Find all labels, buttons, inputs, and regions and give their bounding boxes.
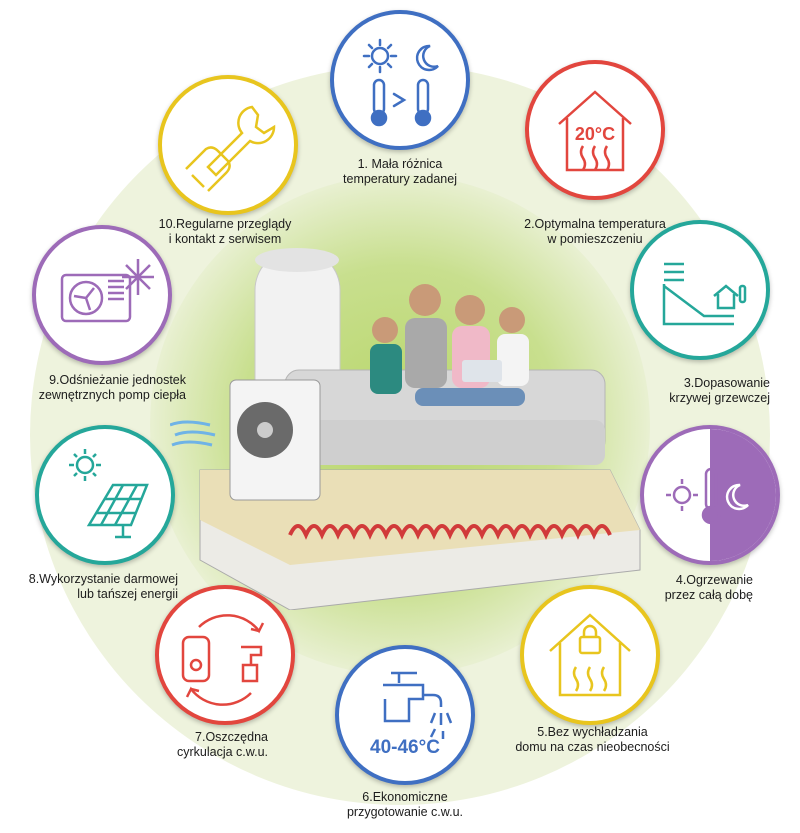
badge-5-no-cooling-absence — [520, 585, 660, 725]
caption-4: 4.Ogrzewanie przez całą dobę — [664, 573, 753, 602]
heating-curve-icon — [662, 262, 747, 326]
caption-6: 6.Ekonomiczne przygotowanie c.w.u. — [346, 790, 464, 819]
badge-7-circulation — [155, 585, 295, 725]
house-lock-icon — [549, 613, 631, 697]
caption-10: 10.Regularne przeglądy i kontakt z serwi… — [158, 217, 292, 246]
caption-1: 1. Mała różnica temperatury zadanej — [343, 157, 457, 186]
hot-water-circulation-icon — [181, 614, 265, 706]
caption-8: 8.Wykorzystanie darmowej lub tańszej ene… — [28, 572, 178, 601]
floor-heating-pipe — [288, 524, 612, 540]
central-scene-illustration — [170, 248, 641, 610]
badge-2-optimal-temperature: 20°C — [525, 60, 665, 200]
solar-panel-icon — [69, 449, 149, 539]
caption-2: 2.Optymalna temperatura w pomieszczeniu — [524, 217, 666, 246]
day-night-heating-icon — [666, 429, 776, 561]
family — [370, 284, 529, 406]
faucet-icon: 40-46°C — [370, 671, 453, 758]
caption-9: 9.Odśnieżanie jednostek zewnętrznych pom… — [38, 373, 186, 402]
badge-6-economic-hot-water: 40-46°C — [335, 645, 475, 785]
caption-5: 5.Bez wychładzania domu na czas nieobecn… — [515, 725, 670, 754]
day-night-thermometer-icon — [362, 38, 439, 127]
svg-text:40-46°C: 40-46°C — [370, 737, 440, 758]
badge-4-all-day-heating — [640, 425, 780, 565]
caption-3: 3.Dopasowanie krzywej grzewczej — [669, 376, 770, 405]
badge-9-defrost — [32, 225, 172, 365]
badge-3-heating-curve — [630, 220, 770, 360]
caption-7: 7.Oszczędna cyrkulacja c.w.u. — [176, 730, 268, 759]
badge-1-day-night-difference — [330, 10, 470, 150]
defrost-unit-icon — [60, 259, 154, 323]
badge-8-free-energy — [35, 425, 175, 565]
svg-text:20°C: 20°C — [575, 124, 615, 144]
badge-10-service — [158, 75, 298, 215]
house-temperature-icon: 20°C — [558, 90, 632, 172]
service-wrench-icon — [185, 105, 276, 192]
